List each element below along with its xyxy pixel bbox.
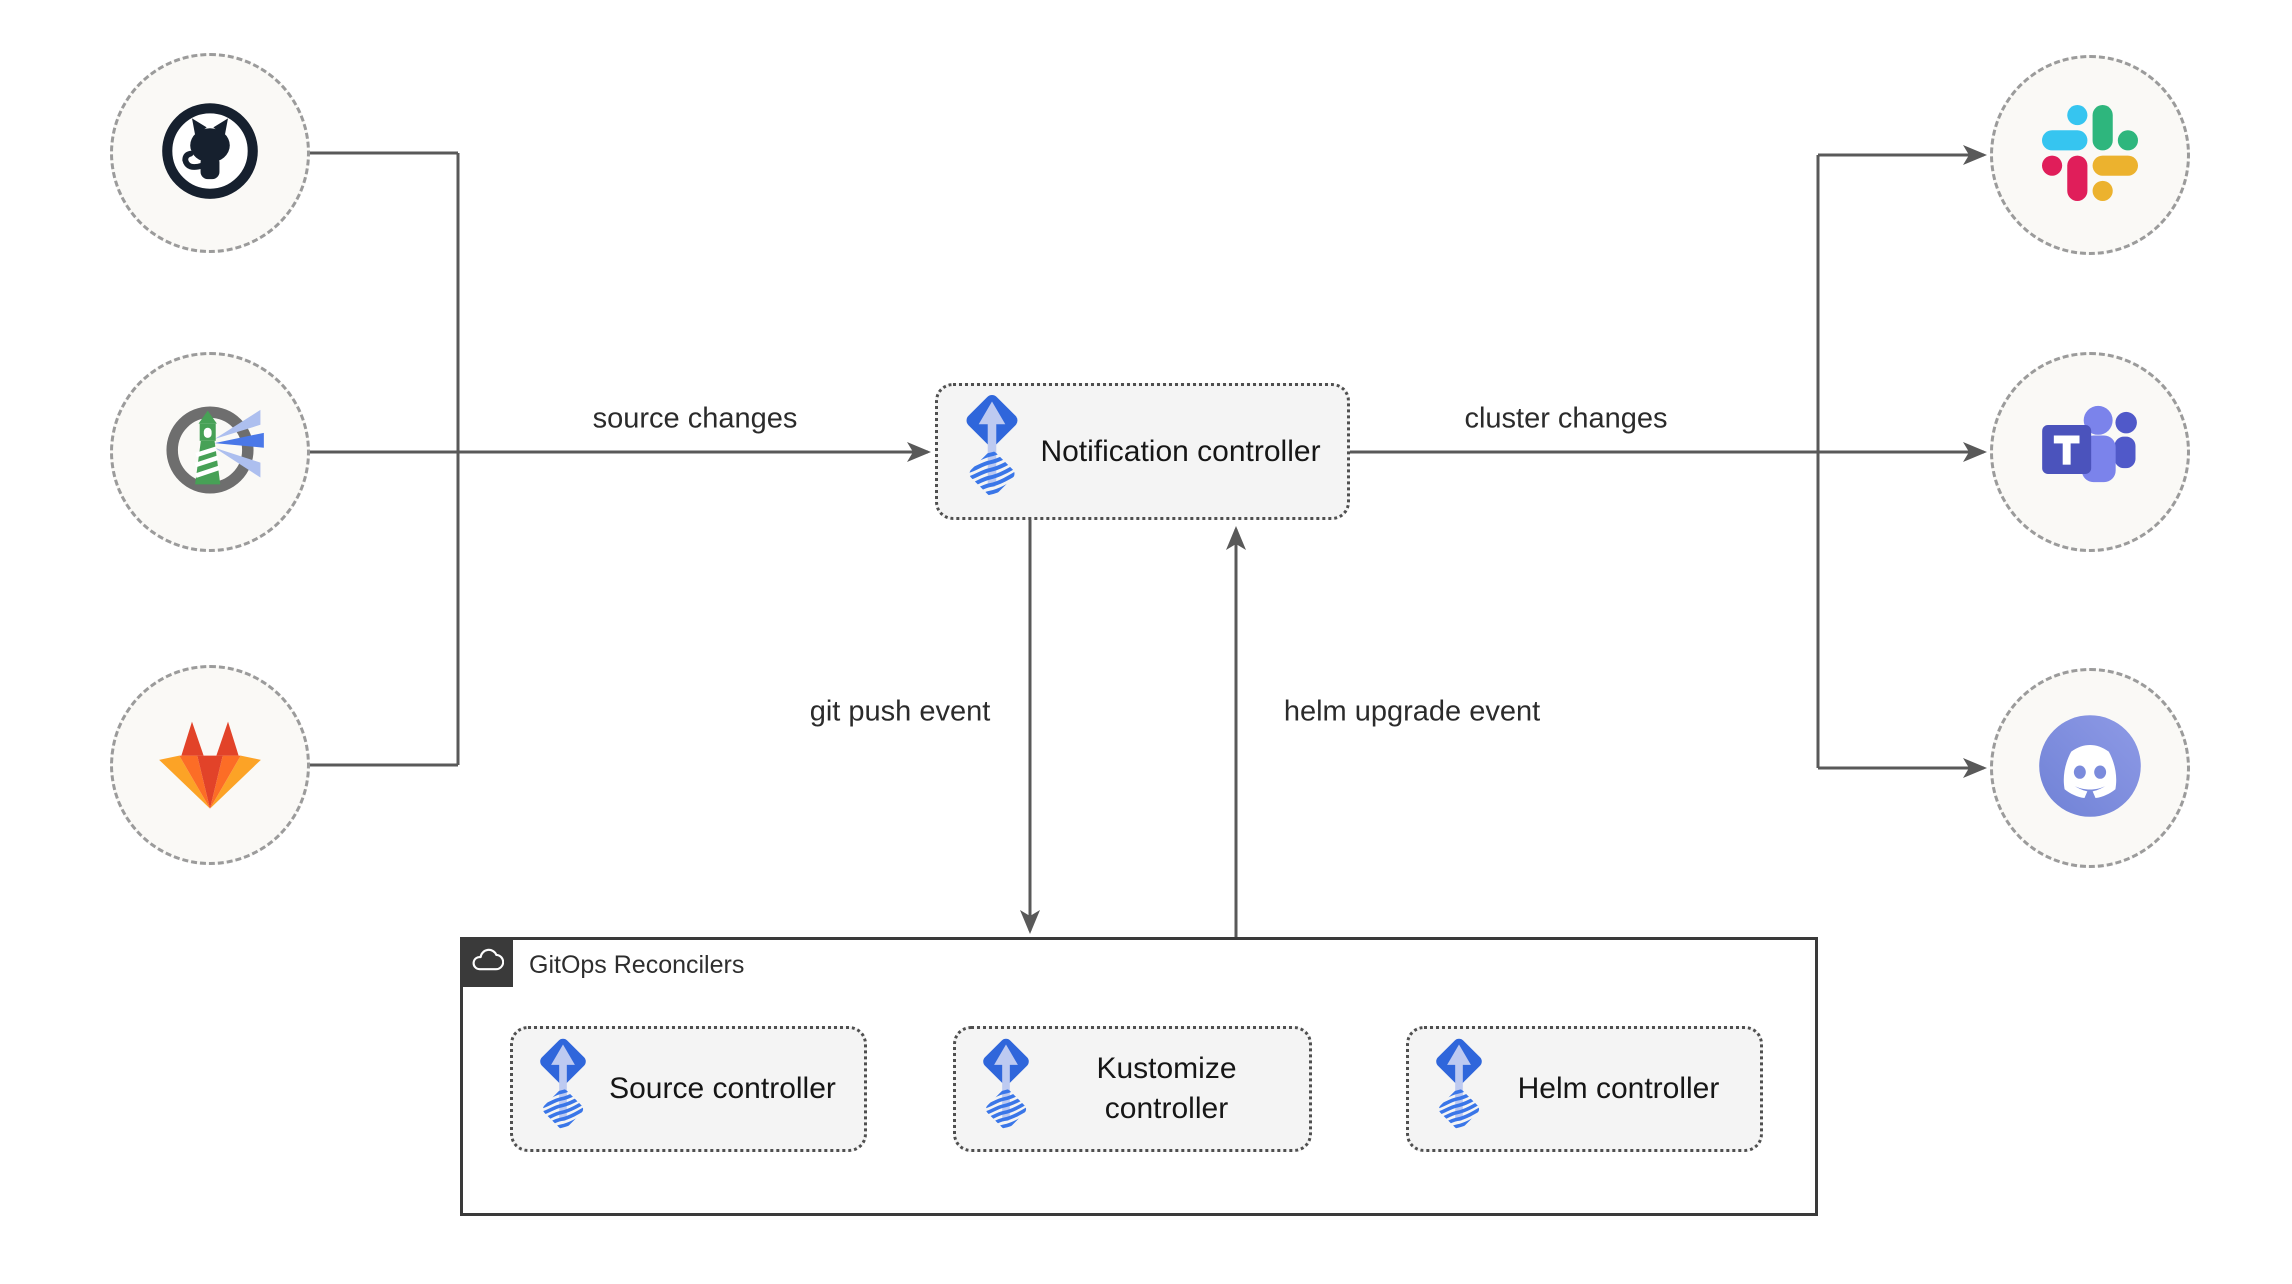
node-source-controller: Source controller: [510, 1026, 867, 1152]
node-microsoft-teams: [1990, 352, 2190, 552]
source-controller-label: Source controller: [609, 1072, 836, 1106]
container-badge: [460, 937, 513, 987]
node-helm-controller: Helm controller: [1406, 1026, 1763, 1152]
microsoft-teams-icon: [2034, 398, 2146, 506]
notification-controller-label: Notification controller: [1040, 434, 1321, 468]
kustomize-controller-label: Kustomize controller: [1096, 1052, 1237, 1125]
helm-controller-label: Helm controller: [1517, 1072, 1720, 1106]
node-discord: [1990, 668, 2190, 868]
node-harbor: [110, 352, 310, 552]
discord-icon: [2037, 713, 2143, 824]
flux-icon: [1425, 1036, 1493, 1143]
cloud-icon: [470, 945, 504, 980]
edge-label-cluster-changes: cluster changes: [1464, 402, 1668, 435]
node-gitlab: [110, 665, 310, 865]
harbor-icon: [155, 395, 265, 510]
github-icon: [156, 97, 264, 210]
gitlab-icon: [157, 713, 263, 818]
node-slack: [1990, 55, 2190, 255]
edge-label-source-changes: source changes: [592, 402, 798, 435]
flux-icon: [529, 1036, 597, 1143]
node-notification-controller: Notification controller: [935, 383, 1350, 520]
flux-icon: [972, 1036, 1040, 1143]
flux-icon: [954, 392, 1030, 511]
edge-label-git-push-event: git push event: [809, 695, 991, 728]
edge-label-helm-upgrade-event: helm upgrade event: [1283, 695, 1541, 728]
node-kustomize-controller: Kustomize controller: [953, 1026, 1312, 1152]
gitops-reconcilers-label: GitOps Reconcilers: [529, 951, 745, 979]
node-github: [110, 53, 310, 253]
slack-icon: [2042, 104, 2138, 206]
